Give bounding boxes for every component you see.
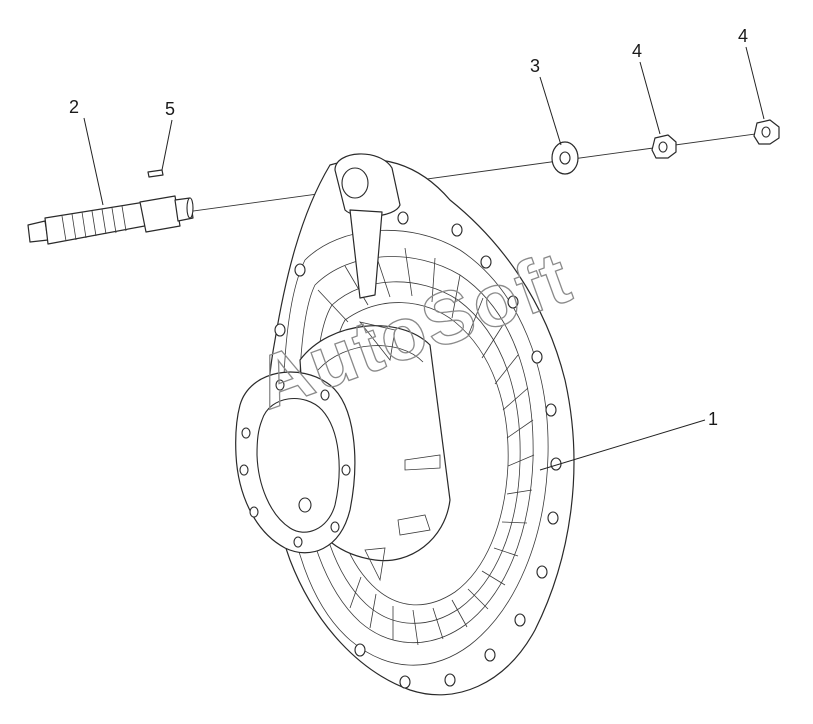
- washer-part: [551, 141, 579, 175]
- shaft-tip: [27, 220, 49, 243]
- housing-front-flange-holes: [239, 379, 351, 548]
- callout-5: 5: [165, 99, 175, 119]
- callout-4a: 4: [632, 41, 642, 61]
- shaft-grooves: [61, 205, 127, 242]
- callout-4b: 4: [738, 26, 748, 46]
- housing-arm: [349, 209, 383, 299]
- nut-a-part: [651, 134, 677, 159]
- leader-line-4a: [639, 61, 661, 135]
- housing-front-bore: [256, 397, 340, 533]
- leader-line-5: [161, 119, 173, 171]
- housing-bolt-holes: [274, 211, 562, 689]
- housing-eye-bore: [341, 167, 369, 199]
- housing-cone-gusset-top: [358, 321, 396, 361]
- housing-cone-gusset-bottom: [364, 547, 386, 582]
- shaft-end-face: [186, 197, 194, 219]
- nut-b-part: [753, 119, 780, 145]
- housing-radial-ribs: [317, 247, 535, 646]
- callout-1: 1: [708, 409, 718, 429]
- callout-2: 2: [69, 97, 79, 117]
- housing-cone-edge: [317, 345, 424, 371]
- shaft-body: [44, 201, 151, 245]
- leader-line-4b: [745, 46, 765, 120]
- shaft-part: [27, 195, 194, 245]
- key-part: [147, 169, 164, 178]
- shaft-collar: [139, 195, 181, 233]
- leader-line-3: [539, 76, 562, 146]
- leader-line-2: [83, 117, 104, 206]
- leader-line-1: [539, 419, 706, 471]
- callout-3: 3: [530, 56, 540, 76]
- housing-part: [235, 153, 575, 696]
- housing-cone-gusset-low: [397, 514, 431, 536]
- housing-cone-gusset-right: [404, 454, 441, 471]
